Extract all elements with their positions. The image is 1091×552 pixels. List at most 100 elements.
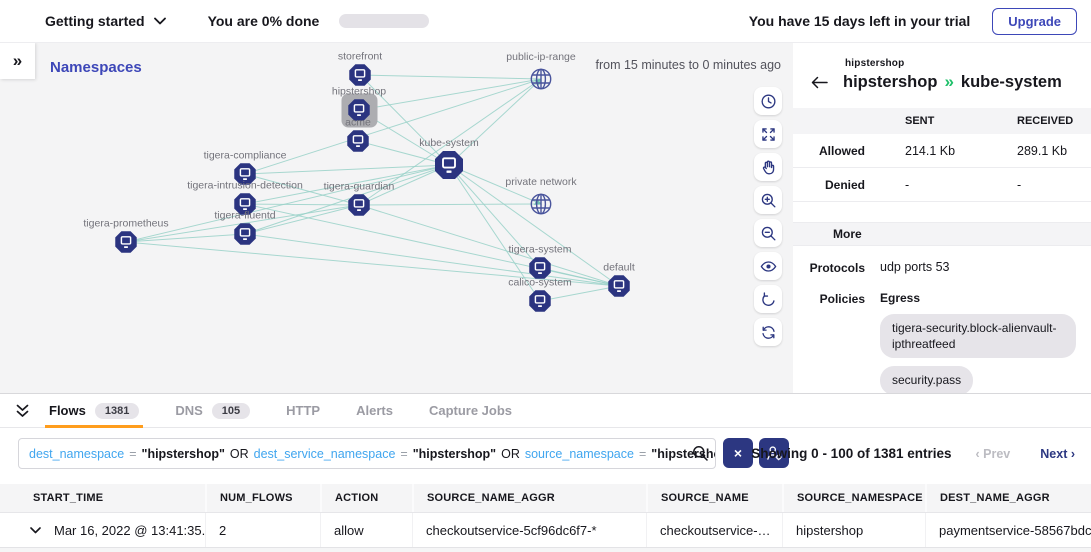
top-bar: Getting started You are 0% done You have… <box>0 0 1091 43</box>
progress-bar <box>339 14 429 28</box>
policies-direction: Egress <box>880 291 1091 305</box>
column-header-num_flows[interactable]: NUM_FLOWS <box>205 484 320 512</box>
detail-title: hipstershop » kube-system <box>843 72 1062 92</box>
query-token-op: = <box>639 447 646 461</box>
column-header-source_name_aggr[interactable]: SOURCE_NAME_AGGR <box>412 484 646 512</box>
tab-label: DNS <box>175 403 202 418</box>
query-token-value: "hipstershop" <box>413 447 496 461</box>
search-input[interactable]: dest_namespace="hipstershop"ORdest_servi… <box>18 438 716 469</box>
protocols-value: udp ports 53 <box>865 260 1091 275</box>
column-header-source_namespace[interactable]: SOURCE_NAMESPACE <box>782 484 925 512</box>
query-token-field: dest_service_namespace <box>254 447 396 461</box>
cell-action: allow <box>320 513 412 548</box>
column-header-start_time[interactable]: START_TIME <box>0 484 205 512</box>
query-token-op: = <box>129 447 136 461</box>
tab-label: Alerts <box>356 403 393 418</box>
expand-row-chevron-icon[interactable] <box>30 527 41 534</box>
tab-http[interactable]: HTTP <box>286 394 320 427</box>
upgrade-button[interactable]: Upgrade <box>992 8 1077 35</box>
sidebar-expand-button[interactable]: » <box>0 42 35 79</box>
chevron-down-icon <box>154 17 166 25</box>
network-node-private-network[interactable]: private network <box>526 189 556 219</box>
getting-started-label: Getting started <box>45 13 145 29</box>
row-label: Denied <box>793 178 865 192</box>
tab-alerts[interactable]: Alerts <box>356 394 393 427</box>
column-header-received: RECEIVED <box>977 115 1091 127</box>
next-row-strip <box>0 547 1091 552</box>
sent-value: 214.1 Kb <box>865 144 977 158</box>
namespace-node-default[interactable]: default <box>608 275 631 298</box>
received-value: - <box>977 178 1091 192</box>
next-page-button[interactable]: Next › <box>1034 446 1081 462</box>
column-header-action[interactable]: ACTION <box>320 484 412 512</box>
network-node-public-ip-range[interactable]: public-ip-range <box>526 64 556 94</box>
more-section-header[interactable]: More <box>793 222 1091 246</box>
node-label: storefront <box>338 51 382 63</box>
flows-section: Flows 1381 DNS 105 HTTP Alerts Capture Jobs de… <box>0 393 1091 552</box>
policies-label: Policies <box>793 291 865 393</box>
flow-table-row[interactable]: Mar 16, 2022 @ 13:41:35.0002allowcheckou… <box>0 513 1091 549</box>
cell-source_namespace: hipstershop <box>782 513 925 548</box>
namespace-node-tigera-fluentd[interactable]: tigera-fluentd <box>234 223 257 246</box>
node-label: default <box>603 262 635 274</box>
time-range-label: from 15 minutes to 0 minutes ago <box>595 58 781 72</box>
node-label: tigera-system <box>508 244 571 256</box>
cell-num_flows: 2 <box>205 513 320 548</box>
fit-screen-icon[interactable] <box>754 120 782 148</box>
detail-title-to: kube-system <box>961 73 1062 92</box>
node-label: tigera-fluentd <box>214 210 275 222</box>
column-header-sent: SENT <box>865 115 977 127</box>
flows-table: START_TIMENUM_FLOWSACTIONSOURCE_NAME_AGG… <box>0 484 1091 549</box>
tab-capture-jobs[interactable]: Capture Jobs <box>429 394 512 427</box>
clock-icon[interactable] <box>754 87 782 115</box>
undo-icon[interactable] <box>754 285 782 313</box>
column-header-source_name[interactable]: SOURCE_NAME <box>646 484 782 512</box>
detail-context-label: hipstershop <box>845 58 904 69</box>
node-label: public-ip-range <box>506 51 575 63</box>
clear-search-button[interactable]: × <box>723 438 753 468</box>
flow-direction-icon: » <box>944 72 953 92</box>
refresh-icon[interactable] <box>754 318 782 346</box>
tab-count-badge: 105 <box>212 403 250 419</box>
cell-start_time: Mar 16, 2022 @ 13:41:35.000 <box>0 513 205 548</box>
tab-count-badge: 1381 <box>95 403 139 419</box>
policy-tag[interactable]: security.pass <box>880 366 973 393</box>
zoom-out-icon[interactable] <box>754 219 782 247</box>
tab-flows[interactable]: Flows 1381 <box>49 394 139 427</box>
query-token-keyword: OR <box>501 447 520 461</box>
graph-title: Namespaces <box>50 59 142 76</box>
cell-source_name: checkoutservice-… <box>646 513 782 548</box>
column-header-dest_name_aggr[interactable]: DEST_NAME_AGGR <box>925 484 1091 512</box>
row-label: Allowed <box>793 144 865 158</box>
cell-source_name_aggr: checkoutservice-5cf96dc6f7-* <box>412 513 646 548</box>
policy-tag[interactable]: tigera-security.block-alienvault-ipthrea… <box>880 314 1076 358</box>
sent-value: - <box>865 178 977 192</box>
tab-bar: Flows 1381 DNS 105 HTTP Alerts Capture Jobs <box>0 394 1091 428</box>
namespace-node-tigera-prometheus[interactable]: tigera-prometheus <box>115 231 138 254</box>
namespace-node-acme[interactable]: acme <box>347 130 370 153</box>
pan-hand-icon[interactable] <box>754 153 782 181</box>
node-label: tigera-guardian <box>324 181 395 193</box>
namespace-node-storefront[interactable]: storefront <box>349 64 372 87</box>
progress-text: You are 0% done <box>208 13 320 29</box>
visibility-eye-icon[interactable] <box>754 252 782 280</box>
edge-detail-panel: hipstershop hipstershop » kube-system SE… <box>793 42 1091 393</box>
query-token-value: "hipstershop" <box>142 447 225 461</box>
prev-page-button[interactable]: ‹ Prev <box>970 446 1017 462</box>
detail-title-from: hipstershop <box>843 73 937 92</box>
getting-started-menu[interactable]: Getting started <box>45 13 166 29</box>
tab-dns[interactable]: DNS 105 <box>175 394 250 427</box>
graph-toolbar <box>754 87 782 346</box>
zoom-in-icon[interactable] <box>754 186 782 214</box>
node-label: private network <box>505 176 576 188</box>
query-token-keyword: OR <box>230 447 249 461</box>
back-arrow-icon[interactable] <box>809 74 830 91</box>
namespace-node-tigera-guardian[interactable]: tigera-guardian <box>348 194 371 217</box>
tab-label: Flows <box>49 403 86 418</box>
cell-dest_name_aggr: paymentservice-58567bdc <box>925 513 1091 548</box>
traffic-row-allowed: Allowed 214.1 Kb 289.1 Kb <box>793 134 1091 168</box>
collapse-panel-chevron-icon[interactable] <box>14 404 29 418</box>
namespace-node-calico-system[interactable]: calico-system <box>529 290 552 313</box>
node-label: acme <box>345 117 371 129</box>
namespace-node-kube-system[interactable]: kube-system <box>434 150 464 180</box>
